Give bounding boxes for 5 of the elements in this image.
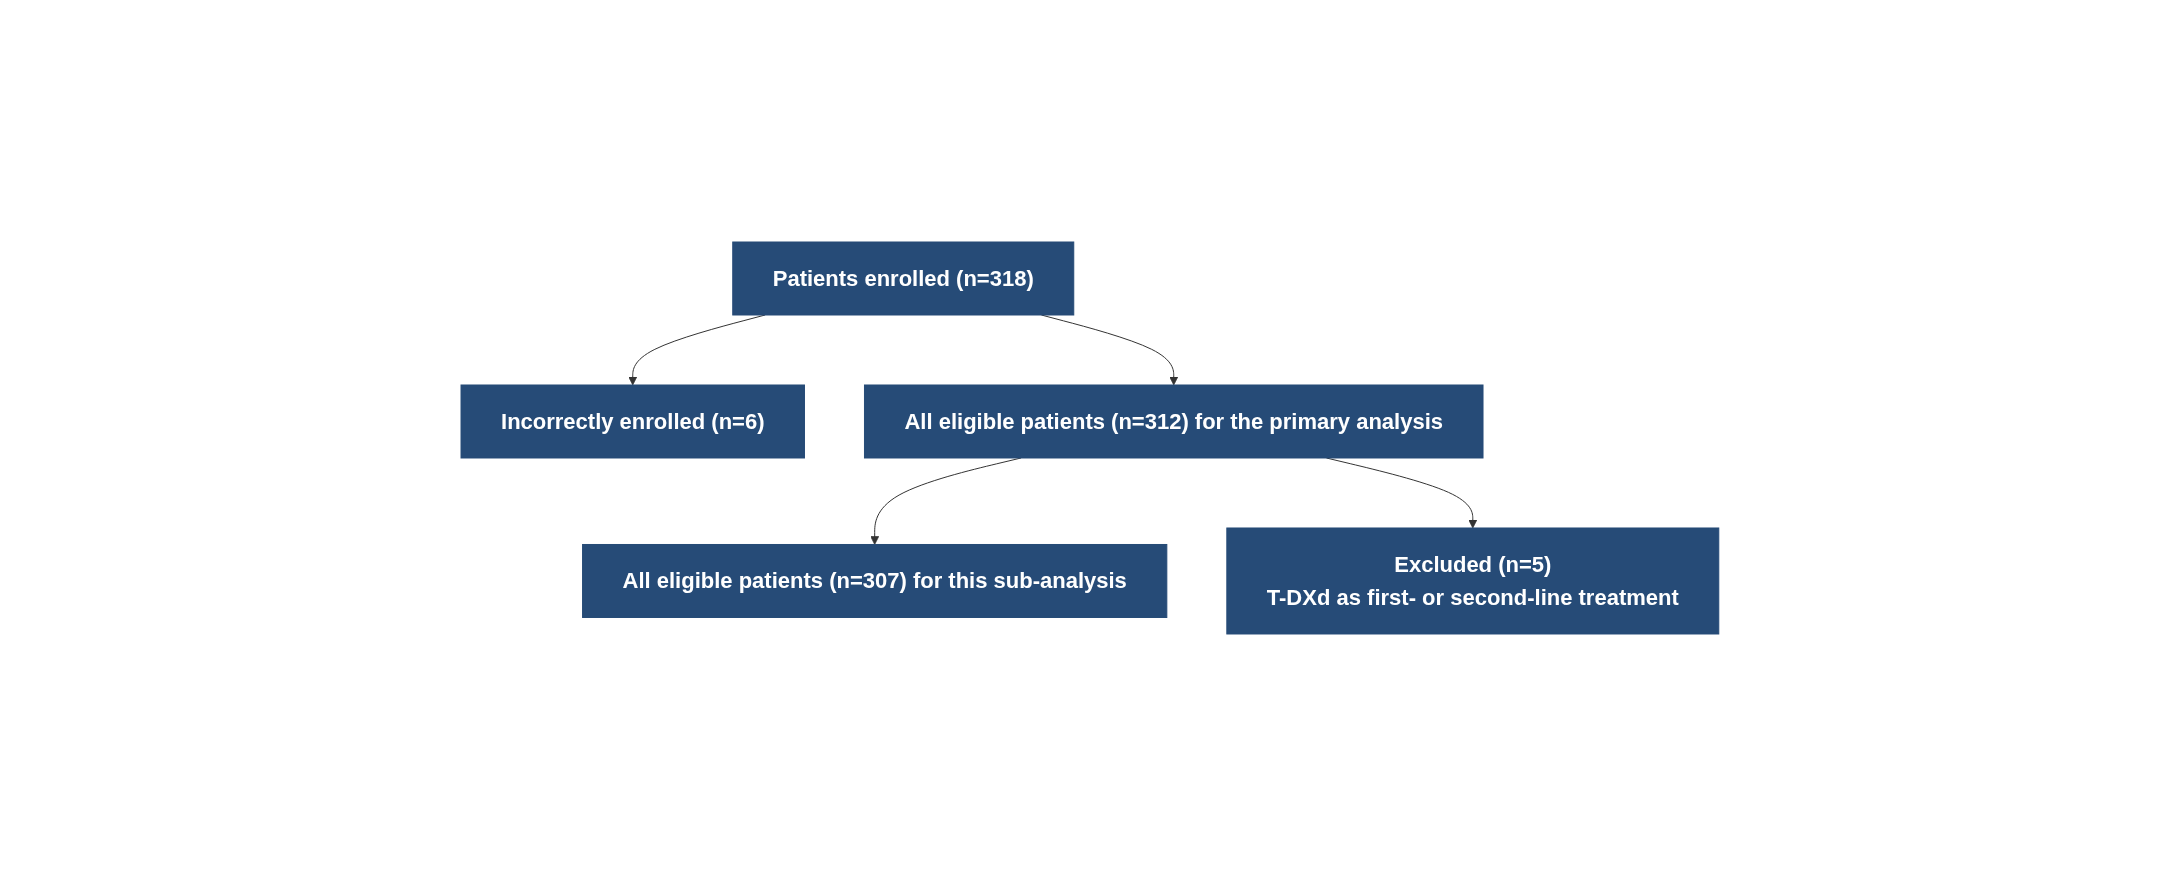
node-box: Patients enrolled (n=318) [731, 241, 1074, 315]
node-box: Excluded (n=5) T-DXd as first- or second-line treatment [1225, 527, 1719, 634]
node-box: All eligible patients (n=307) for this sub-analysis [581, 543, 1167, 618]
node-box: Incorrectly enrolled (n=6) [460, 384, 805, 458]
node-box: All eligible patients (n=312) for the primary analysis [863, 384, 1484, 458]
